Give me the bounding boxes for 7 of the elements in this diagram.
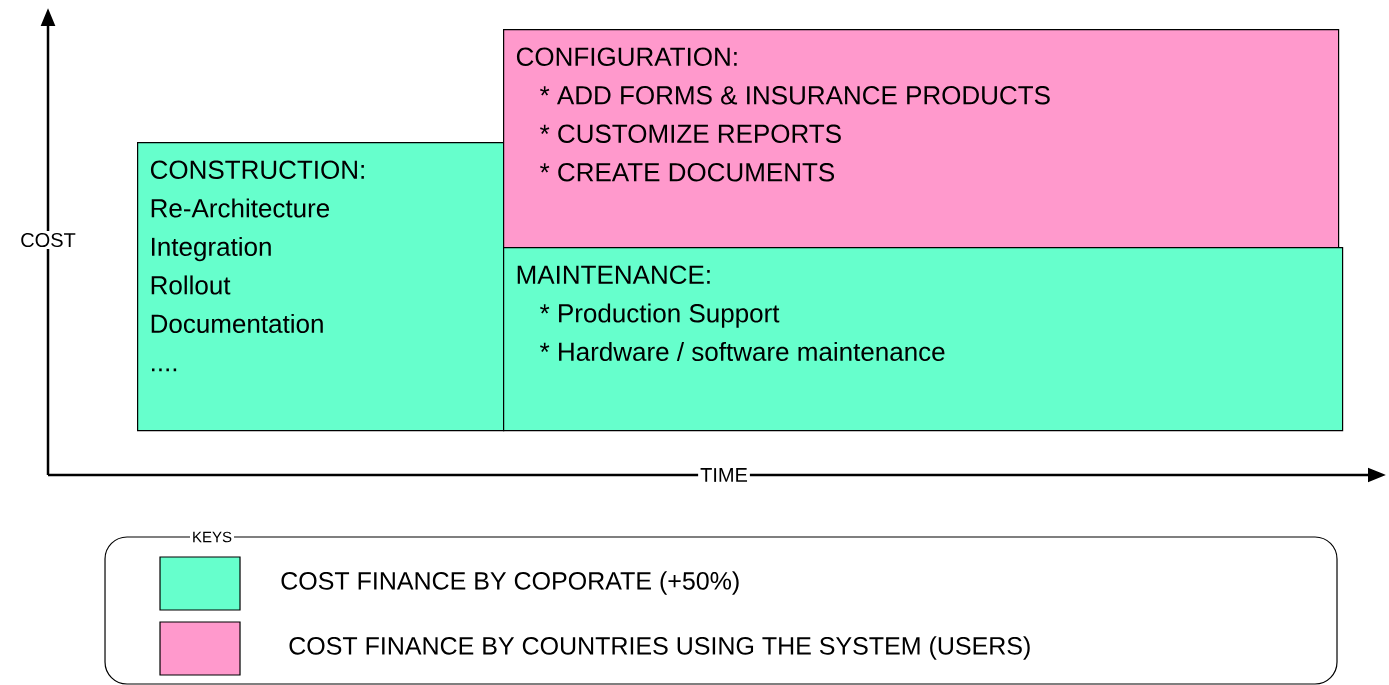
legend-text: COST FINANCE BY COUNTRIES USING THE SYSTEM (USERS)	[289, 636, 1030, 660]
phase-box: CONFIGURATION: * ADD FORMS & INSURANCE PRODUCTS * CUSTOMIZE REPORTS * CREATE DOCUMENTS	[503, 29, 1340, 249]
legend-text: COST FINANCE BY COPORATE (+50%)	[281, 571, 739, 595]
phase-box: CONSTRUCTION: Re-Architecture Integration Rollout Documentation ....	[137, 142, 505, 432]
axis-label: COST	[18, 230, 78, 250]
phase-box: MAINTENANCE: * Production Support * Hardware / software maintenance	[503, 247, 1344, 432]
axis-label: TIME	[698, 466, 750, 484]
